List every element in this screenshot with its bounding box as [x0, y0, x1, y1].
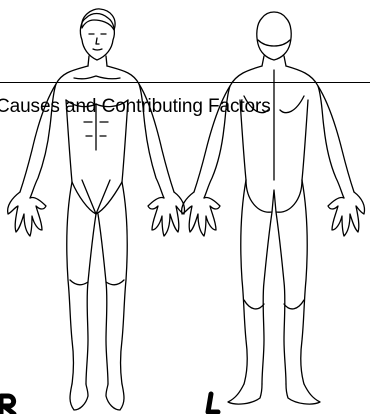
- front-groin: [82, 180, 110, 214]
- back-right-leg: [301, 180, 308, 384]
- back-left-hand: [182, 192, 220, 236]
- bottom-glyph-fragment-right: [208, 394, 218, 412]
- front-right-foot: [106, 384, 124, 410]
- back-right-foot: [286, 384, 320, 404]
- front-right-knee: [106, 280, 124, 285]
- back-hair: [258, 40, 290, 46]
- back-left-calf: [244, 300, 264, 309]
- front-left-foot: [70, 384, 88, 410]
- bottom-glyph-fragment-left: [1, 396, 14, 414]
- front-left-knee: [70, 280, 88, 285]
- back-buttocks: [246, 180, 302, 212]
- section-heading: Causes and Contributing Factors: [0, 95, 370, 119]
- back-left-leg: [241, 180, 248, 384]
- back-right-inner-leg: [276, 212, 286, 384]
- front-left-hand: [8, 192, 46, 236]
- front-clavicle: [74, 76, 120, 79]
- back-left-inner-leg: [262, 212, 272, 384]
- front-mouth: [93, 49, 102, 50]
- front-nose: [96, 38, 99, 44]
- back-right-hand: [328, 192, 365, 236]
- front-right-leg: [121, 182, 128, 384]
- back-neck: [262, 56, 286, 66]
- front-neck: [88, 56, 107, 66]
- back-head: [257, 12, 291, 60]
- front-hips: [72, 182, 122, 214]
- back-right-calf: [284, 300, 304, 309]
- front-left-leg: [67, 182, 74, 384]
- front-left-inner-leg: [86, 214, 96, 384]
- back-body-figure: [182, 12, 365, 404]
- horizontal-rule: [0, 82, 370, 83]
- front-right-hand: [148, 192, 185, 236]
- front-body-figure: [8, 9, 185, 410]
- back-left-foot: [228, 384, 262, 404]
- front-right-inner-leg: [98, 214, 108, 384]
